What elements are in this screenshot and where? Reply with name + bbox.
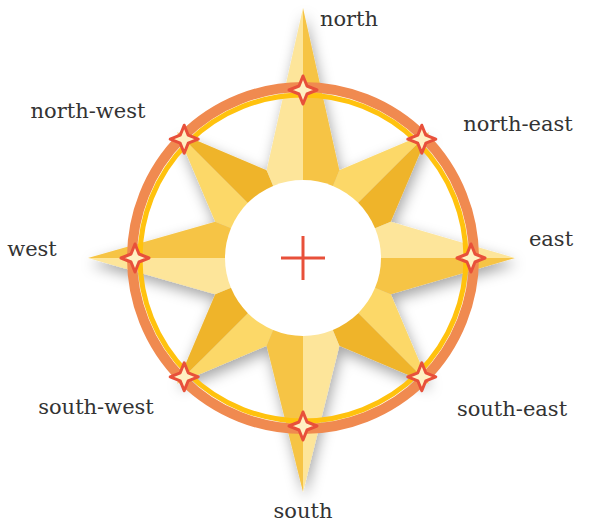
direction-label: north bbox=[320, 7, 378, 32]
outer-ring bbox=[132, 87, 474, 429]
ring-diamond bbox=[289, 412, 317, 440]
plus-mark bbox=[302, 236, 305, 280]
ring-diamond bbox=[457, 244, 485, 272]
ring-diamond bbox=[170, 363, 198, 391]
direction-label: south-east bbox=[457, 397, 567, 422]
ring-diamond bbox=[289, 76, 317, 104]
direction-label: north-west bbox=[31, 99, 146, 124]
direction-label: south-west bbox=[38, 395, 154, 420]
direction-label: east bbox=[529, 227, 573, 252]
inner-ring bbox=[140, 95, 466, 421]
ring-diamond bbox=[408, 363, 436, 391]
ring-diamond bbox=[121, 244, 149, 272]
direction-label: south bbox=[274, 499, 333, 524]
center-disc bbox=[225, 180, 381, 336]
ring-diamond bbox=[170, 125, 198, 153]
direction-label: west bbox=[7, 237, 57, 262]
direction-label: north-east bbox=[463, 112, 572, 137]
ring-diamond bbox=[408, 125, 436, 153]
